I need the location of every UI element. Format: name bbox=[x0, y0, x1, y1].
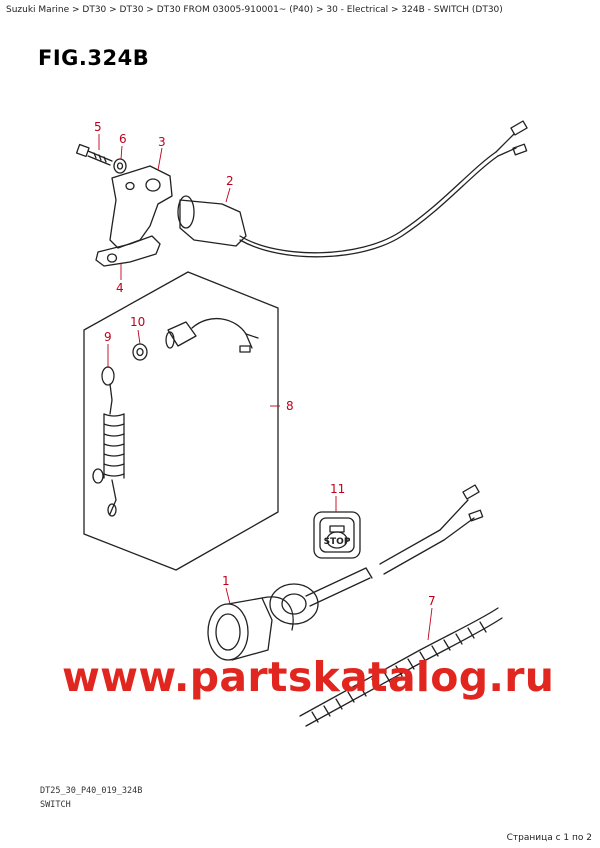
callout-5[interactable]: 5 bbox=[94, 120, 102, 134]
callout-11[interactable]: 11 bbox=[330, 482, 345, 496]
bolt-part-5[interactable] bbox=[75, 143, 113, 166]
callout-6[interactable]: 6 bbox=[119, 132, 127, 146]
callout-7[interactable]: 7 bbox=[428, 594, 436, 608]
diagram-caption: SWITCH bbox=[40, 800, 71, 810]
kit-box-part-8[interactable] bbox=[83, 271, 279, 571]
bracket-part-3[interactable] bbox=[109, 165, 173, 249]
diagram-code: DT25_30_P40_019_324B bbox=[40, 786, 143, 796]
figure-title: FIG.324B bbox=[38, 46, 150, 70]
stop-plate-part-11[interactable]: STOP bbox=[313, 511, 361, 559]
callout-3[interactable]: 3 bbox=[158, 135, 166, 149]
callout-8[interactable]: 8 bbox=[286, 399, 294, 413]
lanyard-part-9[interactable] bbox=[92, 366, 125, 517]
stop-label: STOP bbox=[324, 537, 351, 547]
breadcrumb[interactable]: Suzuki Marine > DT30 > DT30 > DT30 FROM … bbox=[6, 5, 503, 15]
callout-1[interactable]: 1 bbox=[222, 574, 230, 588]
callout-numbers: 5 6 3 2 4 10 9 8 11 1 7 bbox=[94, 120, 436, 608]
callout-2[interactable]: 2 bbox=[226, 174, 234, 188]
nut-part-6[interactable] bbox=[113, 158, 127, 174]
callout-4[interactable]: 4 bbox=[116, 281, 124, 295]
watermark: www.partskatalog.ru bbox=[62, 653, 555, 701]
page-indicator: Страница с 1 по 2 bbox=[506, 833, 592, 843]
callout-leaders bbox=[98, 134, 433, 641]
main-switch-part-1[interactable] bbox=[207, 484, 484, 661]
switch-part-2[interactable] bbox=[177, 120, 528, 258]
callout-10[interactable]: 10 bbox=[130, 315, 145, 329]
callout-9[interactable]: 9 bbox=[104, 330, 112, 344]
stop-switch-part-10[interactable] bbox=[132, 318, 259, 361]
plate-part-4[interactable] bbox=[95, 235, 161, 267]
spiral-tube-part-7[interactable] bbox=[299, 607, 503, 727]
